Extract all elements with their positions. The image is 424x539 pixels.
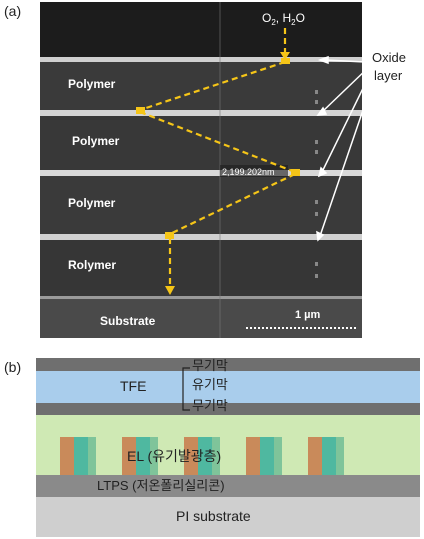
ltps-layer [36,475,420,497]
organic-layer [36,371,420,403]
svg-text:1 µm: 1 µm [295,309,321,321]
layer-label-2: Polymer [72,134,120,148]
ltps-label: LTPS (저온폴리실리콘) [97,478,225,493]
layer-label-3: Polymer [68,196,116,210]
tfe-label: TFE [120,378,146,394]
scale-bar: 1 µm [246,309,358,329]
oxide-label-2: layer [374,68,403,83]
substrate-label: Substrate [100,314,156,328]
polymer-layer-2 [40,115,362,170]
defect-point-3 [291,169,300,176]
panel-b-label: (b) [4,359,21,375]
tfe-layer-1: 무기막 [192,358,228,373]
el-layer [36,415,420,475]
oxide-label-1: Oxide [372,50,406,65]
el-label: EL (유기발광층) [127,448,221,464]
sem-image [40,2,362,338]
defect-point-4 [165,232,174,239]
inorganic-layer-top [36,358,420,371]
inorganic-layer-bottom [36,403,420,415]
oxide-layer-4 [40,234,362,240]
oxide-layer-1 [40,57,362,62]
ingress-label: O2, H2O [262,11,305,27]
panel-a-label: (a) [4,3,21,19]
stack-diagram [36,358,420,537]
oxide-layer-2 [40,110,362,116]
layer-label-1: Polymer [68,77,116,91]
layer-label-4: Rolymer [68,258,116,272]
defect-point-2 [136,107,145,114]
defect-point-1 [281,58,290,64]
tfe-layer-2: 유기막 [192,377,228,392]
tfe-bracket [182,367,190,411]
pi-substrate-layer [36,497,420,537]
polymer-layer-1 [40,60,362,110]
tfe-layer-3: 무기막 [192,398,228,413]
diffusion-arrowheads [136,52,300,295]
polymer-layer-4 [40,240,362,296]
polymer-layer-3 [40,175,362,235]
pi-substrate-label: PI substrate [176,508,251,524]
oxide-callout [316,55,377,242]
measurement-label: 2,199.202nm [222,167,275,177]
substrate-layer [40,298,362,338]
pixel-array [60,437,344,475]
oxide-layer-3 [40,170,362,176]
